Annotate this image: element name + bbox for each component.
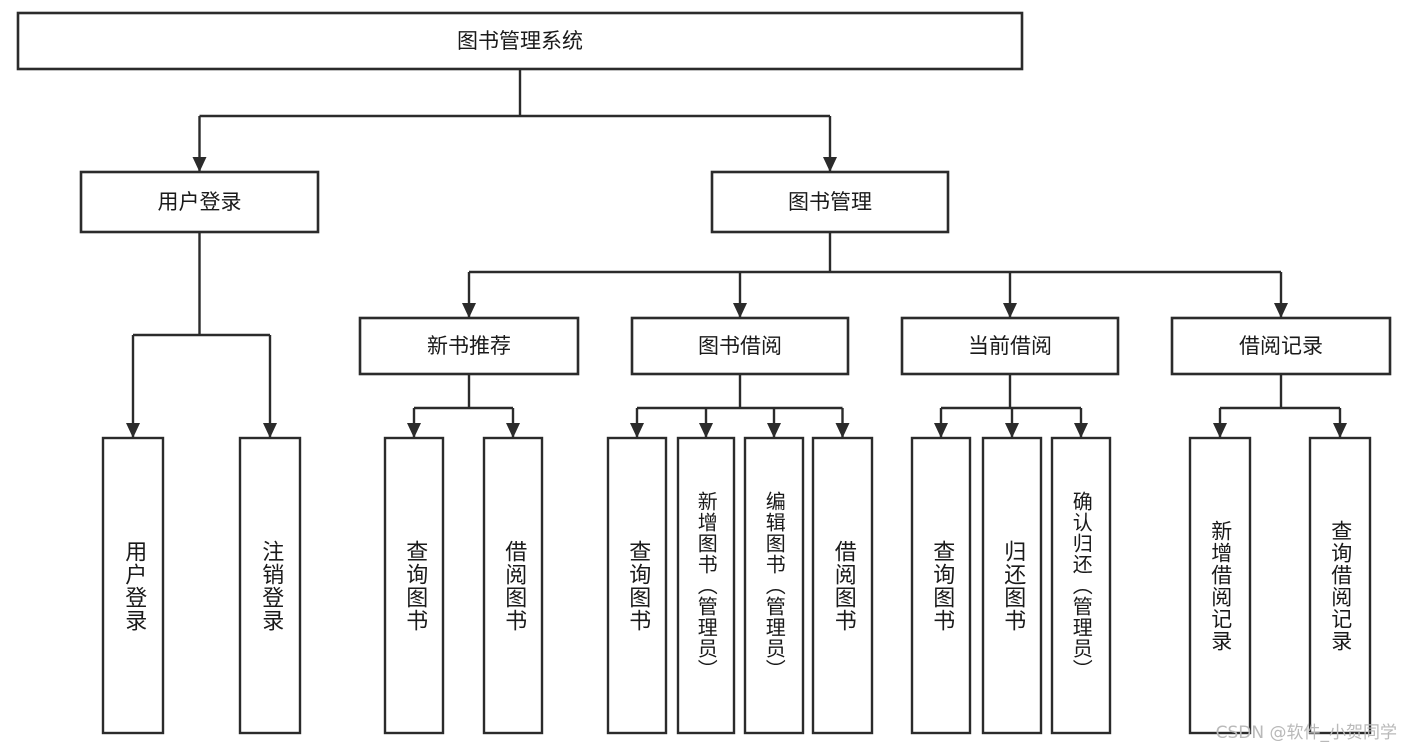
node-box-leaf-logout[interactable] — [238, 436, 302, 735]
node-box-root[interactable] — [16, 11, 1024, 71]
arrow-head-icon — [506, 423, 520, 438]
arrow-head-icon — [1274, 303, 1288, 318]
arrow-head-icon — [823, 157, 837, 172]
node-box-leaf-add-borrow-record[interactable] — [1188, 436, 1252, 735]
arrow-head-icon — [767, 423, 781, 438]
arrow-head-icon — [1333, 423, 1347, 438]
node-label-borrow-record: 借阅记录 — [1239, 334, 1323, 358]
arrow-head-icon — [934, 423, 948, 438]
node-label-current-borrow: 当前借阅 — [968, 334, 1052, 358]
node-box-leaf-edit-book[interactable] — [743, 436, 805, 735]
arrow-head-icon — [1005, 423, 1019, 438]
arrow-head-icon — [1213, 423, 1227, 438]
arrow-head-icon — [835, 423, 850, 438]
node-box-leaf-add-book[interactable] — [676, 436, 736, 735]
connector-layer — [126, 69, 1347, 438]
node-label-book-management: 图书管理 — [788, 190, 872, 214]
node-box-leaf-query-borrow-record[interactable] — [1308, 436, 1372, 735]
node-box-book-borrow[interactable] — [630, 316, 850, 376]
node-box-borrow-record[interactable] — [1170, 316, 1392, 376]
node-box-leaf-borrow-book-1[interactable] — [482, 436, 544, 735]
node-box-current-borrow[interactable] — [900, 316, 1120, 376]
arrow-head-icon — [462, 303, 476, 318]
arrow-head-icon — [192, 157, 207, 172]
node-label-new-book-recommend: 新书推荐 — [427, 334, 511, 358]
node-label-root: 图书管理系统 — [457, 29, 583, 53]
node-label-book-borrow: 图书借阅 — [698, 334, 782, 358]
arrow-head-icon — [699, 423, 713, 438]
node-box-new-book-recommend[interactable] — [358, 316, 580, 376]
node-box-leaf-query-book-2[interactable] — [606, 436, 668, 735]
node-box-leaf-query-book-3[interactable] — [910, 436, 972, 735]
node-box-book-management[interactable] — [710, 170, 950, 234]
node-box-leaf-user-login[interactable] — [101, 436, 165, 735]
arrow-head-icon — [407, 423, 421, 438]
node-box-leaf-query-book-1[interactable] — [383, 436, 445, 735]
arrow-head-icon — [1074, 423, 1088, 438]
arrow-head-icon — [1003, 303, 1017, 318]
arrow-head-icon — [126, 423, 140, 438]
node-box-leaf-confirm-return[interactable] — [1050, 436, 1112, 735]
node-box-leaf-return-book[interactable] — [981, 436, 1043, 735]
node-label-user-login: 用户登录 — [158, 190, 242, 214]
arrow-head-icon — [630, 423, 644, 438]
arrow-head-icon — [263, 423, 277, 438]
node-box-leaf-borrow-book-2[interactable] — [811, 436, 874, 735]
node-box-user-login[interactable] — [79, 170, 320, 234]
watermark: CSDN @软件_小贺同学 — [1215, 723, 1397, 743]
arrow-head-icon — [733, 303, 747, 318]
